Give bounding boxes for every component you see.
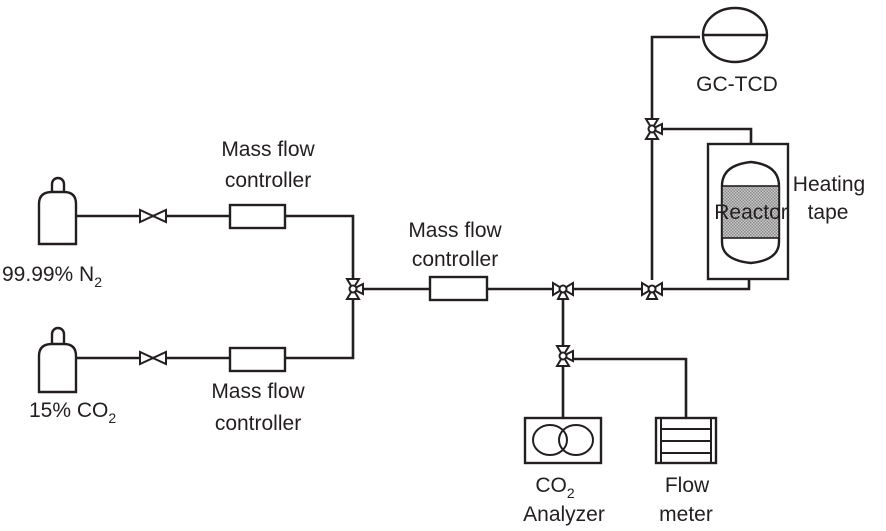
mfc-n2-label-2: controller <box>225 169 311 192</box>
gc-tcd <box>701 6 769 64</box>
co2-cylinder <box>37 326 78 394</box>
three-way-valve-gc <box>645 118 663 140</box>
mfc-n2 <box>228 203 287 230</box>
pipe-riser <box>650 35 700 280</box>
co2-analyzer-label-2: Analyzer <box>523 503 605 526</box>
needle-valve-co2 <box>139 351 167 365</box>
pipe-analyzer <box>561 299 688 418</box>
heating-tape-label-1: Heating <box>793 173 865 196</box>
mfc-co2-label-2: controller <box>215 412 301 435</box>
flow-meter <box>654 416 718 465</box>
n2-cylinder <box>37 176 78 246</box>
three-way-valve-reactor-inlet <box>641 282 663 300</box>
three-way-valve-split <box>552 282 574 300</box>
needle-valve-n2 <box>139 209 167 223</box>
co2-analyzer-label-1: CO2 <box>535 474 575 501</box>
mfc-main-label-2: controller <box>412 248 498 271</box>
pipes <box>76 35 753 418</box>
mfc-n2-label-1: Mass flow <box>221 138 315 161</box>
mfc-main-label-1: Mass flow <box>408 219 502 242</box>
reactor <box>720 160 781 265</box>
n2-cylinder-label: 99.99% N2 <box>2 263 102 290</box>
co2-cylinder-label: 15% CO2 <box>29 399 116 426</box>
three-way-valve-analyzer <box>556 345 574 367</box>
flow-meter-label-1: Flow <box>665 474 710 497</box>
pipe-co2 <box>76 298 355 360</box>
mfc-co2-label-1: Mass flow <box>211 380 305 403</box>
pipe-n2 <box>76 214 355 280</box>
mfc-co2 <box>228 346 287 373</box>
mfc-main <box>428 275 489 302</box>
pipe-main <box>362 262 751 291</box>
three-way-valve-mixer <box>346 278 364 300</box>
gc-tcd-label: GC-TCD <box>696 73 778 96</box>
reactor-label: Reactor <box>714 201 788 224</box>
co2-analyzer <box>523 416 603 465</box>
flow-meter-label-2: meter <box>659 503 713 526</box>
heating-tape-label-2: tape <box>808 201 849 224</box>
